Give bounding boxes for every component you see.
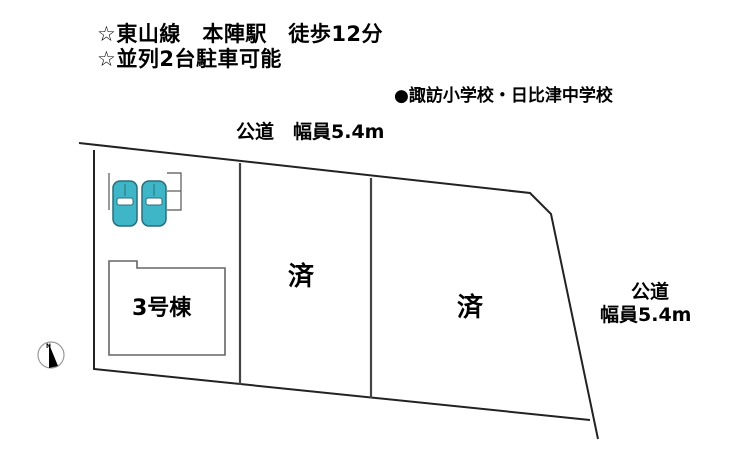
parking-guides — [108, 172, 182, 211]
school-district: ●諏訪小学校・日比津中学校 — [394, 86, 613, 106]
lot-dividers — [238, 163, 373, 398]
access-info: ☆東山線 本陣駅 徒歩12分 — [97, 22, 384, 46]
svg-text:N: N — [46, 343, 51, 350]
building-footprint-3 — [108, 260, 226, 356]
site-boundary — [78, 142, 599, 440]
parking-info: ☆並列2台駐車可能 — [97, 47, 282, 71]
road-label-right-width: 幅員5.4m — [600, 304, 692, 326]
car-icon — [112, 180, 138, 227]
lot-sold-badge: 済 — [288, 262, 315, 292]
lot-sold-badge: 済 — [457, 293, 484, 323]
car-icon — [141, 180, 167, 227]
lot-label-3: 3号棟 — [132, 296, 192, 321]
road-label-right-type: 公道 — [631, 281, 670, 303]
road-label-top: 公道 幅員5.4m — [236, 121, 385, 143]
north-arrow-icon: N — [37, 341, 65, 369]
